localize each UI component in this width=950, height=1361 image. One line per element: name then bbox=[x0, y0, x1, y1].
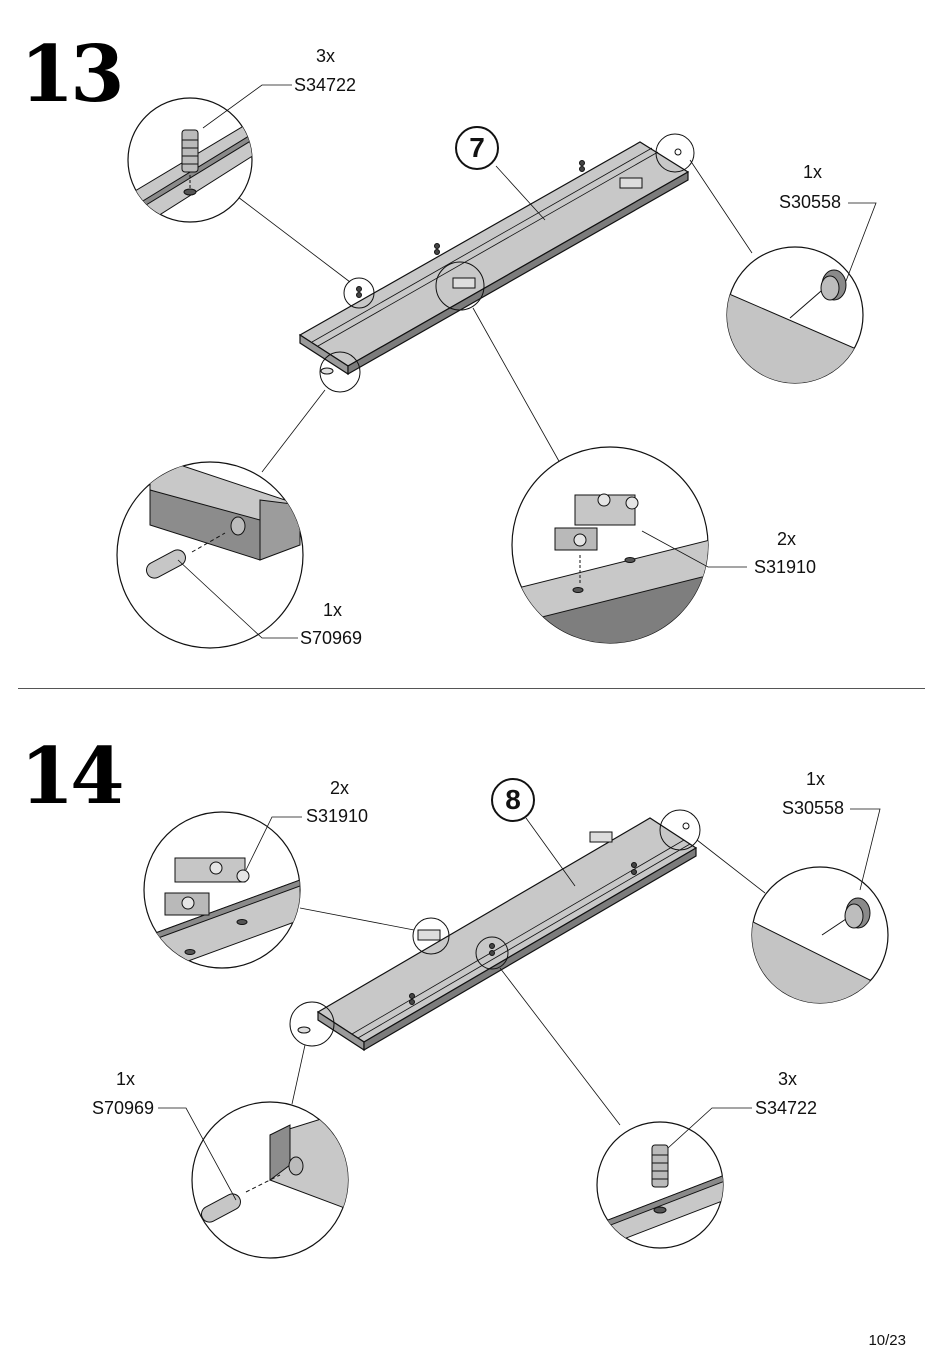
step14-board bbox=[316, 817, 698, 1052]
detail-s30558-step14 bbox=[751, 866, 889, 1004]
step14-leaders bbox=[291, 817, 766, 1126]
code-s70969-step13: S70969 bbox=[300, 628, 363, 648]
detail-s31910-step14 bbox=[143, 811, 301, 969]
code-s34722-step13: S34722 bbox=[294, 75, 357, 95]
panel-badge-7: 7 bbox=[455, 126, 499, 170]
code-s30558-step14: S30558 bbox=[782, 798, 845, 818]
panel-badge-8: 8 bbox=[491, 778, 535, 822]
code-s34722-step14: S34722 bbox=[755, 1098, 818, 1118]
code-s70969-step14: S70969 bbox=[92, 1098, 155, 1118]
step-number-14: 14 bbox=[20, 731, 125, 822]
detail-s34722-step14 bbox=[596, 1121, 724, 1249]
qty-s70969-step13: 1x bbox=[323, 600, 343, 620]
qty-s31910-step14: 2x bbox=[330, 778, 350, 798]
qty-s34722-step13: 3x bbox=[316, 46, 336, 66]
step13-detail-markers bbox=[319, 133, 695, 393]
step13-board-hardware bbox=[320, 148, 682, 375]
step14-board-hardware bbox=[297, 822, 690, 1034]
qty-s30558-step14: 1x bbox=[806, 769, 826, 789]
code-s31910-step14: S31910 bbox=[306, 806, 369, 826]
detail-s30558-step13 bbox=[726, 246, 864, 384]
qty-s30558-step13: 1x bbox=[803, 162, 823, 182]
step13-label-leaders bbox=[177, 84, 877, 639]
step14-label-leaders bbox=[158, 808, 881, 1201]
code-s30558-step13: S30558 bbox=[779, 192, 842, 212]
qty-s31910-step13: 2x bbox=[777, 529, 797, 549]
detail-s70969-step14 bbox=[191, 1101, 349, 1259]
qty-s70969-step14: 1x bbox=[116, 1069, 136, 1089]
code-s31910-step13: S31910 bbox=[754, 557, 817, 577]
qty-s34722-step14: 3x bbox=[778, 1069, 798, 1089]
detail-s70969-step13 bbox=[116, 461, 304, 649]
page-number: 10/23 bbox=[868, 1332, 906, 1349]
step13-board bbox=[298, 141, 690, 376]
step-number-13: 13 bbox=[20, 29, 125, 120]
step-divider bbox=[18, 688, 925, 689]
detail-s31910-step13 bbox=[511, 446, 709, 644]
detail-s34722-step13 bbox=[127, 97, 253, 223]
step14-detail-markers bbox=[289, 809, 701, 1047]
step13-leaders bbox=[237, 159, 753, 473]
